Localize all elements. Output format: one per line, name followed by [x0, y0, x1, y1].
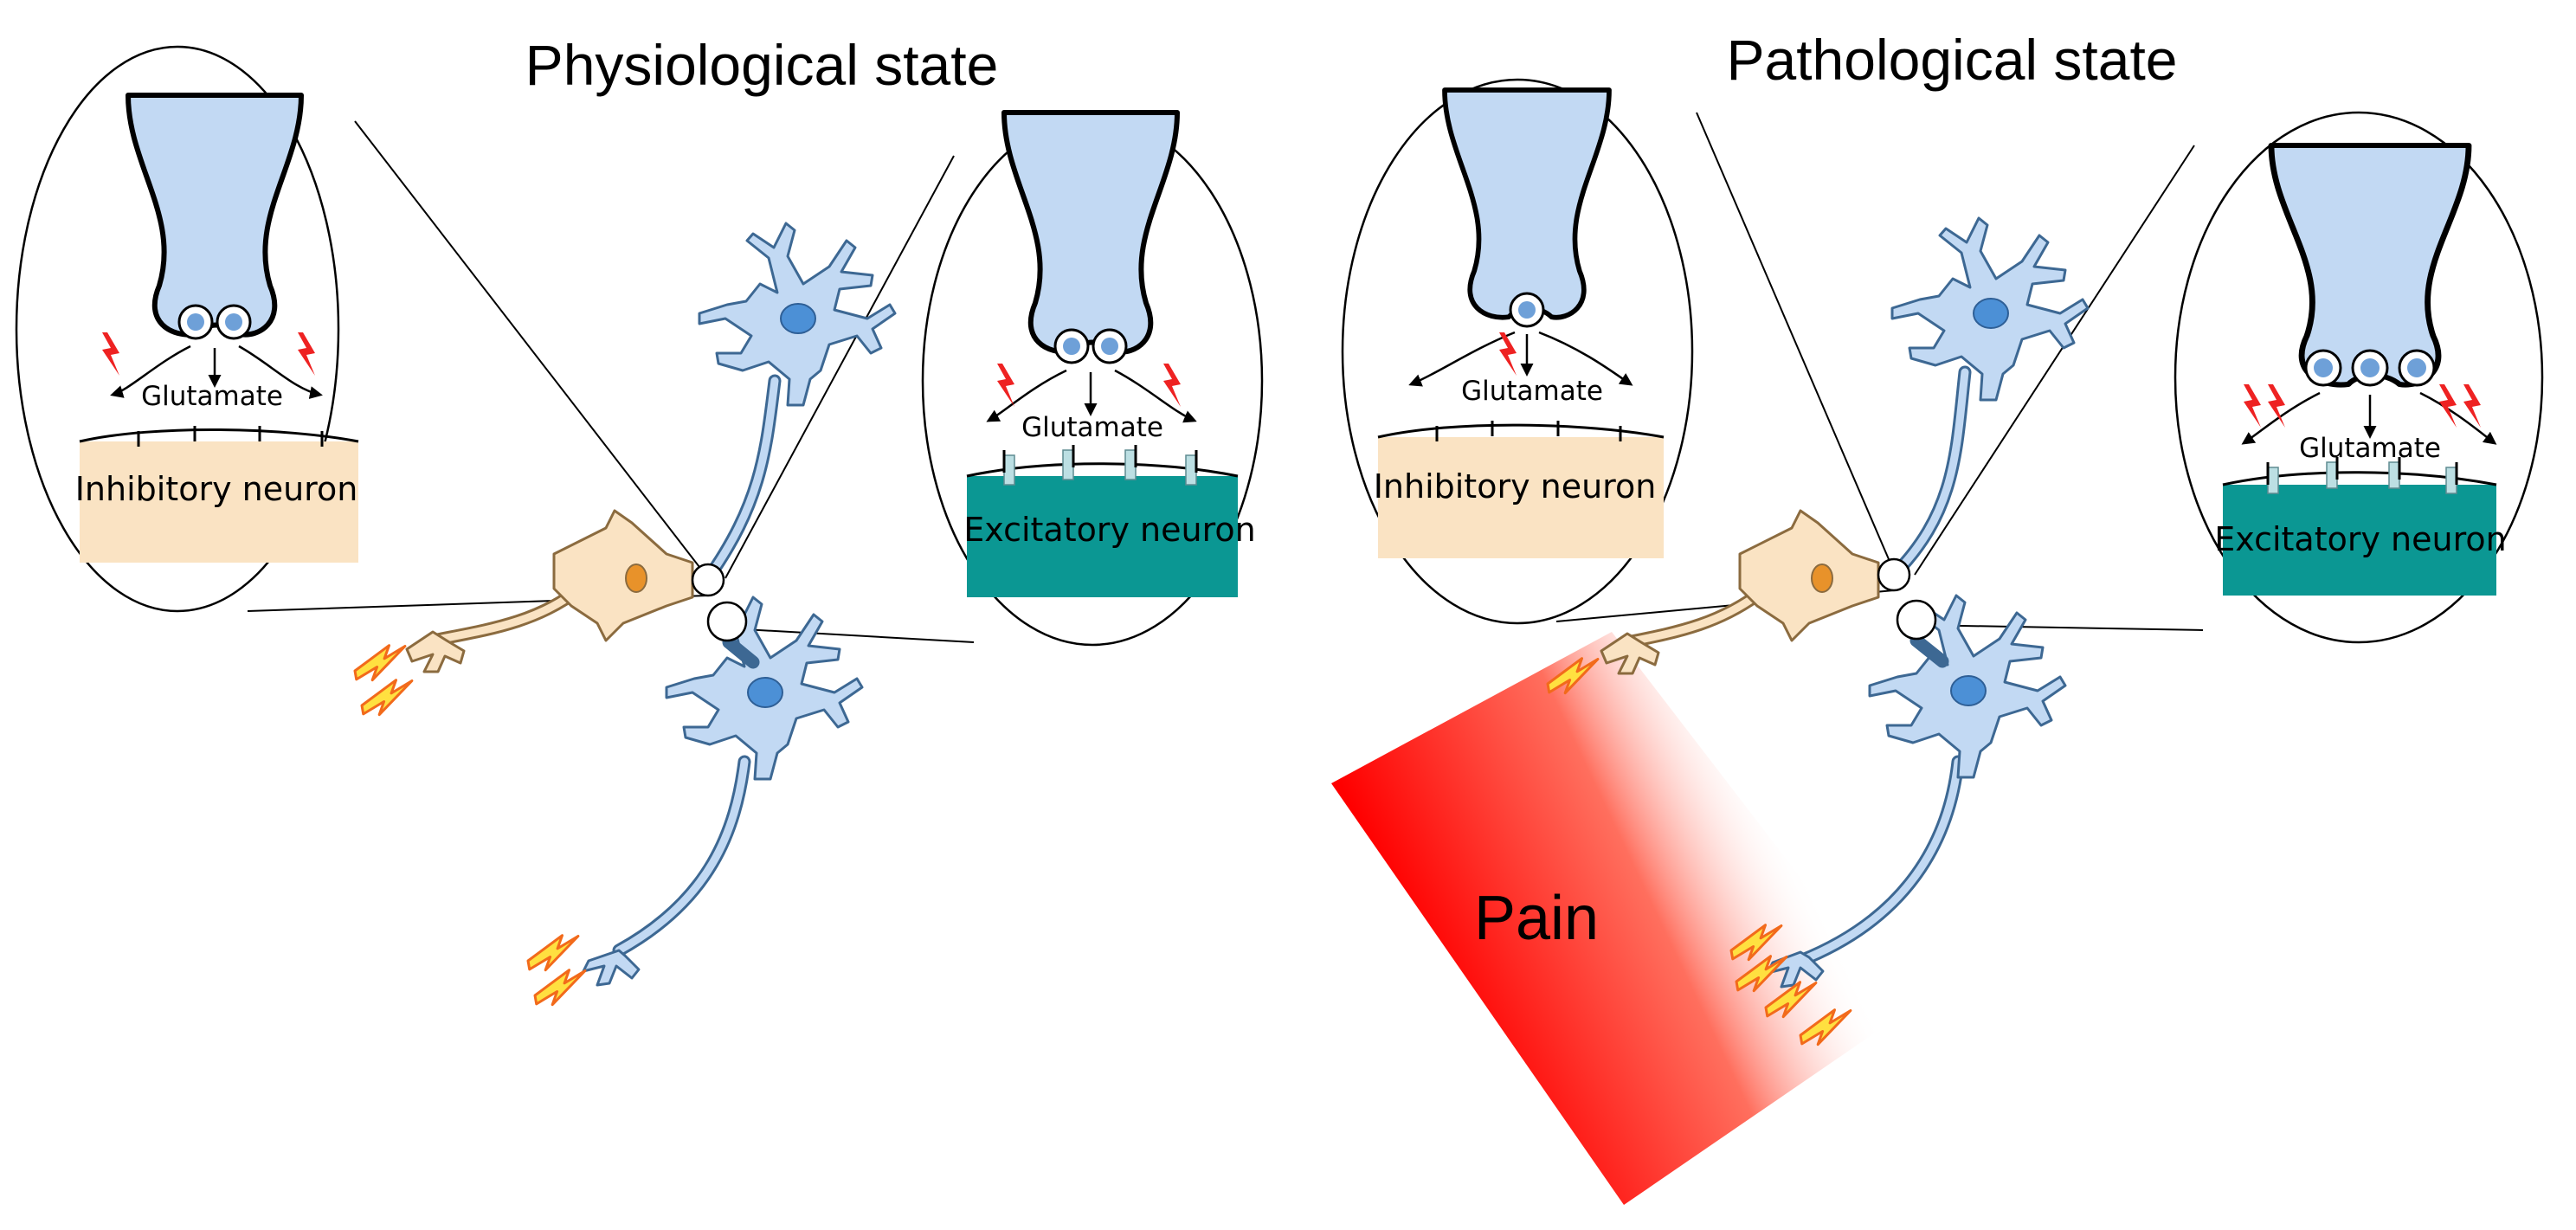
synapse-zoom-marker-excitatory	[706, 601, 748, 642]
inhibitory-neuron-label: Inhibitory neuron	[1374, 467, 1657, 506]
inhibitory-axon-terminal	[1600, 632, 1660, 675]
excitatory-neuron-label: Excitatory neuron	[963, 511, 1255, 549]
spark-icon	[997, 364, 1181, 407]
lower-axon-terminal	[582, 949, 641, 987]
excitatory-neuron-soma-lower	[665, 596, 864, 781]
glutamate-label: Glutamate	[141, 381, 283, 412]
glutamate-release-arrows	[110, 345, 323, 399]
lightning-bolt-icon	[523, 931, 584, 975]
excitatory-neuron-soma-upper	[698, 222, 897, 407]
presynaptic-terminal	[1004, 113, 1177, 352]
spark-icon	[2244, 384, 2481, 428]
lightning-bolt-icon	[350, 641, 411, 685]
glutamate-release-arrows	[2241, 391, 2497, 445]
synapse-zoom-marker-excitatory	[1896, 599, 1937, 641]
lightning-bolt-icon	[530, 966, 591, 1009]
inhibitory-axon-terminal	[405, 630, 466, 673]
inhibitory-synapse-inset: Glutamate Inhibitory neuron	[1341, 78, 1694, 625]
synaptic-vesicle-icon	[177, 304, 252, 340]
lightning-bolts	[350, 641, 591, 1009]
inhibitory-neuron-body	[80, 441, 358, 563]
synaptic-vesicle-icon	[1509, 292, 1545, 328]
ion-channels	[1002, 445, 1198, 486]
glutamate-label: Glutamate	[2299, 433, 2441, 464]
excitatory-neuron-body	[967, 476, 1238, 597]
inhibitory-neuron-soma	[552, 509, 694, 642]
synaptic-vesicle-icon	[2304, 349, 2436, 387]
presynaptic-terminal	[128, 95, 301, 335]
pain-label: Pain	[1474, 884, 1599, 953]
synapse-zoom-marker-inhibitory	[691, 563, 725, 597]
excitatory-neuron-label: Excitatory neuron	[2214, 520, 2506, 558]
glutamate-release-arrows	[1408, 331, 1633, 387]
excitatory-synapse-inset: Glutamate Excitatory neuron	[2174, 111, 2544, 644]
inhibitory-synapse-inset: Glutamate Inhibitory neuron	[15, 45, 359, 613]
pain-region: Pain	[1331, 632, 1904, 1205]
lightning-bolt-icon	[357, 676, 418, 719]
receptors	[137, 426, 324, 447]
physiological-state-title: Physiological state	[525, 33, 999, 97]
excitatory-neuron-body	[2223, 485, 2496, 596]
presynaptic-terminal	[2271, 145, 2469, 385]
neuron-network	[405, 222, 897, 987]
pathological-panel: Glutamate Inhibitory neuron	[1341, 78, 2544, 1049]
inhibitory-neuron-body	[1378, 437, 1664, 558]
synaptic-vesicle-icon	[1053, 328, 1128, 364]
excitatory-neuron-soma-upper	[1890, 216, 2090, 402]
pathological-state-title: Pathological state	[1726, 28, 2177, 92]
glutamate-label: Glutamate	[1021, 412, 1163, 443]
inhibitory-neuron-soma	[1738, 509, 1880, 642]
spark-icon	[1499, 332, 1517, 376]
glutamate-label: Glutamate	[1461, 376, 1603, 407]
excitatory-synapse-inset: Glutamate Excitatory neuron	[921, 113, 1264, 647]
spark-icon	[102, 332, 315, 376]
presynaptic-terminal	[1445, 90, 1609, 318]
ion-channels	[2266, 457, 2458, 494]
synapse-zoom-marker-inhibitory	[1877, 557, 1911, 592]
glutamate-release-arrows	[986, 369, 1197, 423]
inhibitory-neuron-label: Inhibitory neuron	[75, 470, 358, 508]
physiological-panel: Glutamate Inhibitory neuron	[15, 45, 1264, 1009]
receptors	[1435, 421, 1622, 441]
